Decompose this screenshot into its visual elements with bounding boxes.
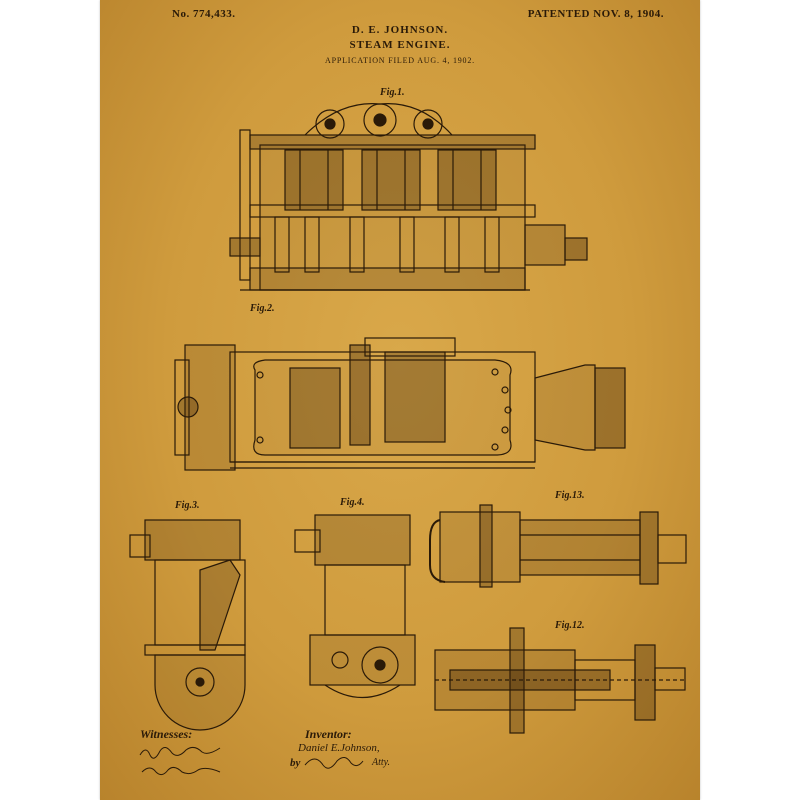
witness-signatures [139,746,221,776]
invention-title: STEAM ENGINE. [349,39,451,51]
fig12-label: Fig.12. [555,620,585,631]
fig4-drawing [294,514,416,699]
fig3-label: Fig.3. [175,500,200,511]
patent-number: No. 774,433. [172,8,236,20]
fig2-drawing [174,337,626,471]
inventor-title: D. E. JOHNSON. [351,24,449,36]
fig3-drawing [129,519,246,731]
by-label: by [290,757,301,769]
witnesses-label: Witnesses: [140,727,193,741]
fig13-drawing [429,504,687,588]
patent-drawings [129,102,687,776]
fig1-label: Fig.1. [380,87,405,98]
inventor-name: Daniel E.Johnson, [298,742,380,754]
fig2-label: Fig.2. [250,303,275,314]
attorney-signature [304,757,364,769]
attorney-suffix: Atty. [372,757,391,768]
fig12-drawing [434,627,686,734]
fig13-label: Fig.13. [555,490,585,501]
fig4-label: Fig.4. [340,497,365,508]
application-filed: APPLICATION FILED AUG. 4, 1902. [325,56,475,65]
patent-sheet: No. 774,433. PATENTED NOV. 8, 1904. D. E… [100,0,700,800]
fig1-drawing [229,102,588,291]
inventor-label: Inventor: [305,727,352,741]
patent-date: PATENTED NOV. 8, 1904. [527,8,664,20]
